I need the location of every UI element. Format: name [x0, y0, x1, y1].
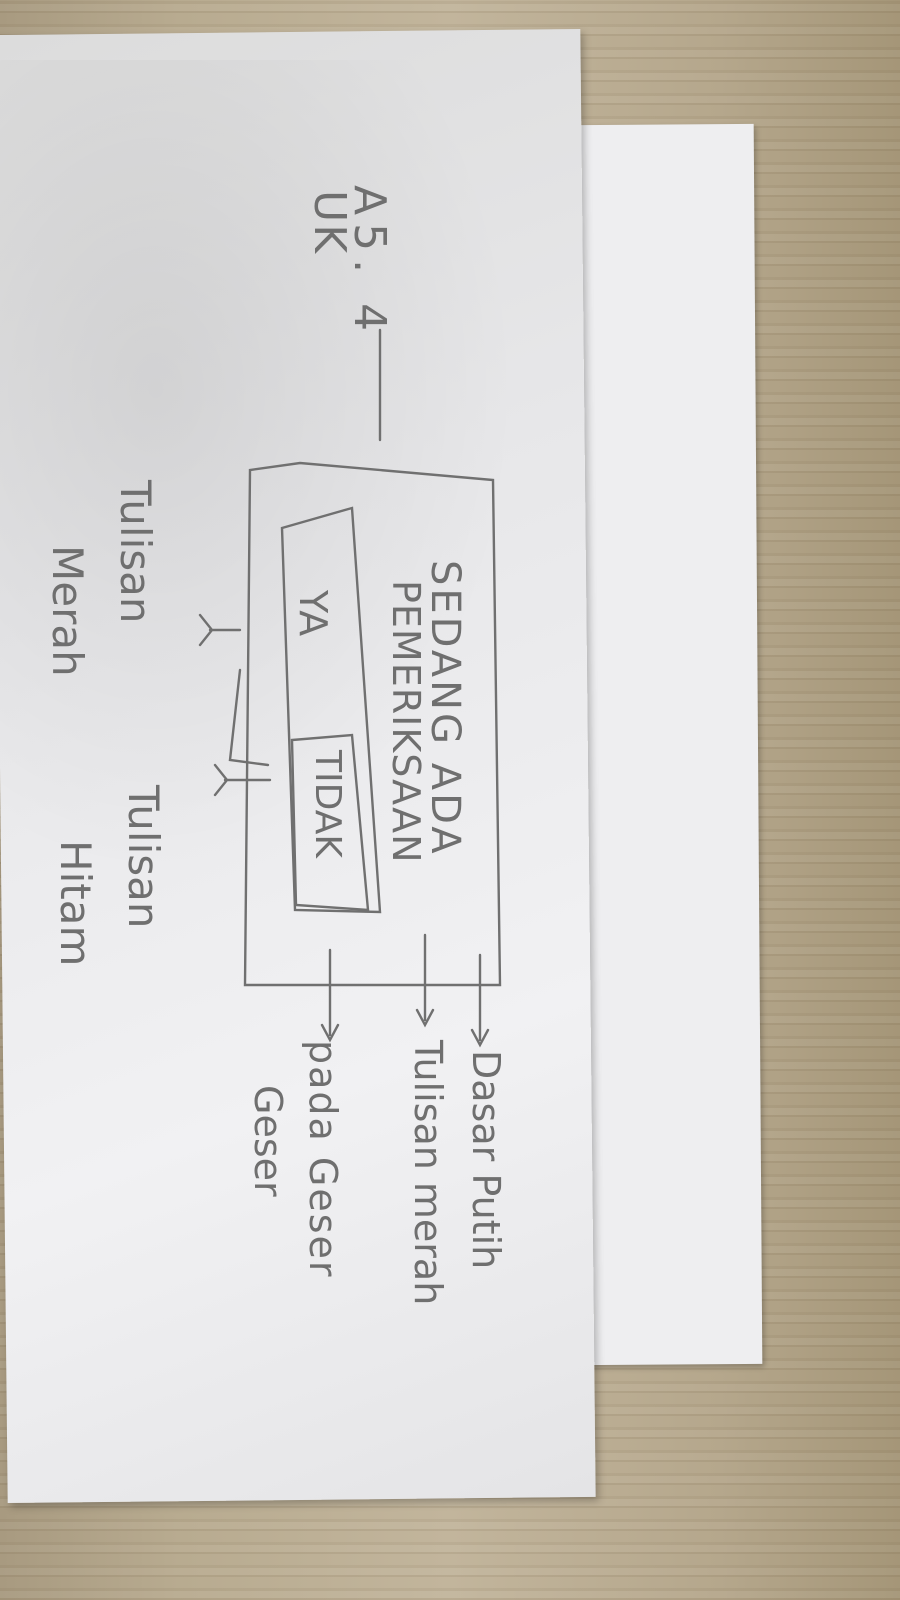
slide-handle [228, 668, 270, 767]
arrow-ya [198, 613, 242, 647]
label-red-text: Tulisan merah [406, 1040, 450, 1306]
arrow-tidak [213, 763, 272, 797]
label-slide-line1: pada Geser [301, 1040, 345, 1279]
label-slide-line2: Geser [246, 1085, 290, 1197]
options-frame [280, 506, 382, 914]
leader-white-base [470, 953, 490, 1048]
label-bottom-right-line1: Tulisan [119, 785, 168, 929]
leader-red-text [415, 933, 435, 1028]
label-white-base: Dasar Putih [464, 1050, 508, 1270]
tidak-box [290, 733, 370, 912]
option-no-label: TIDAK [307, 750, 348, 858]
label-bottom-left-line2: Merah [43, 545, 92, 677]
label-bottom-right-line2: Hitam [51, 840, 100, 967]
label-bottom-left-line1: Tulisan [111, 480, 160, 624]
leader-slide [320, 948, 340, 1043]
sign-frame [243, 461, 502, 987]
option-yes-label: YA [291, 590, 335, 637]
size-label-line2: A5. 4 [344, 185, 395, 340]
box-title-line2: PEMERIKSAAN [384, 580, 428, 864]
box-title-line1: SEDANG ADA [422, 560, 468, 857]
